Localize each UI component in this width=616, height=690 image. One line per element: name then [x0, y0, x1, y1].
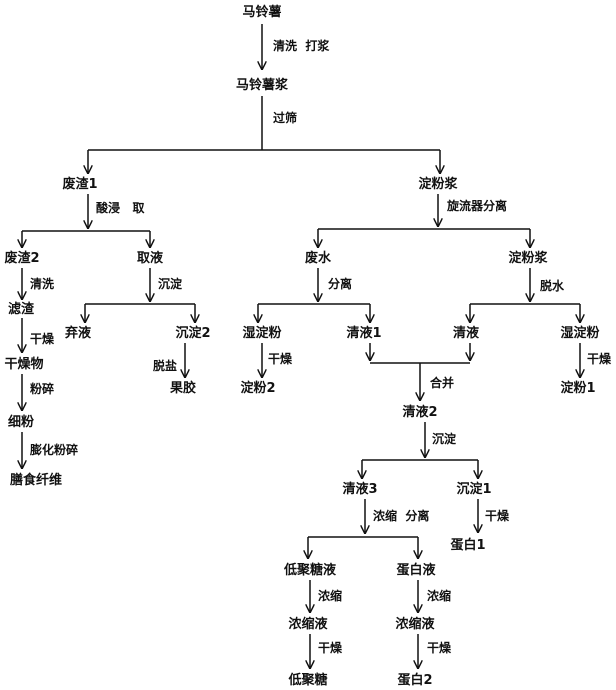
node-potato: 马铃薯 [242, 4, 281, 20]
node-starch-2: 淀粉2 [240, 380, 275, 396]
label-concentrate-separate: 浓缩 分离 [373, 508, 429, 523]
label-precipitate-b: 沉淀 [432, 431, 457, 446]
node-starch-1: 淀粉1 [560, 380, 595, 396]
label-concentrate-b: 浓缩 [427, 588, 451, 603]
label-wash: 清洗 [30, 276, 54, 291]
node-waste-liquid: 弃液 [65, 325, 91, 341]
label-dry-c: 干燥 [587, 351, 612, 366]
node-dried-matter: 干燥物 [4, 356, 43, 372]
node-clear-liquid-2: 清液2 [402, 404, 437, 420]
label-dry-a: 干燥 [30, 331, 55, 346]
label-dry-f: 干燥 [427, 640, 452, 655]
node-protein-1: 蛋白1 [450, 537, 485, 553]
label-dry-d: 干燥 [485, 508, 510, 523]
node-pectin: 果胶 [169, 380, 196, 396]
node-protein-2: 蛋白2 [397, 672, 432, 688]
node-wet-starch-b: 湿淀粉 [560, 325, 599, 341]
connectors [22, 24, 580, 669]
node-oligosaccharide-liquid: 低聚糖液 [283, 562, 336, 578]
node-fine-powder: 细粉 [8, 414, 34, 430]
node-clear-liquid: 清液 [453, 325, 479, 341]
node-precipitate-1: 沉淀1 [456, 481, 491, 497]
label-dewater: 脱水 [540, 278, 565, 293]
label-puff-crush: 膨化粉碎 [29, 442, 78, 457]
node-residue-1: 废渣1 [62, 176, 97, 192]
operation-labels: 清洗 打浆 过筛 酸浸 取 清洗 干燥 粉碎 膨化粉碎 沉淀 脱盐 旋流器分离 … [29, 38, 612, 655]
node-potato-pulp: 马铃薯浆 [236, 77, 289, 93]
node-precipitate-2: 沉淀2 [175, 325, 210, 341]
node-wet-starch-a: 湿淀粉 [242, 325, 281, 341]
node-extract-liquid: 取液 [137, 250, 163, 266]
label-wash-pulp: 清洗 打浆 [273, 38, 330, 53]
node-waste-water: 废水 [305, 250, 332, 266]
node-protein-liquid: 蛋白液 [396, 562, 435, 578]
node-washed-residue: 滤渣 [8, 301, 35, 317]
node-concentrate-b: 浓缩液 [395, 616, 434, 632]
node-clear-liquid-1: 清液1 [346, 325, 381, 341]
label-crush: 粉碎 [30, 381, 54, 396]
label-dry-e: 干燥 [318, 640, 343, 655]
node-dietary-fiber: 膳食纤维 [10, 472, 62, 488]
node-concentrate-a: 浓缩液 [288, 616, 327, 632]
nodes: 马铃薯 马铃薯浆 废渣1 淀粉浆 废渣2 取液 滤渣 干燥物 细粉 膳食纤维 弃… [4, 4, 599, 688]
node-residue-2: 废渣2 [4, 250, 39, 266]
label-precipitate-a: 沉淀 [158, 276, 183, 291]
node-starch-slurry-b: 淀粉浆 [508, 250, 548, 266]
label-desalt: 脱盐 [153, 358, 177, 373]
label-separate: 分离 [328, 276, 352, 291]
node-clear-liquid-3: 清液3 [342, 481, 377, 497]
label-sieve: 过筛 [273, 110, 297, 125]
label-concentrate-a: 浓缩 [318, 588, 342, 603]
label-dry-b: 干燥 [268, 351, 293, 366]
label-merge: 合并 [430, 375, 454, 390]
label-cyclone: 旋流器分离 [446, 198, 507, 213]
node-oligosaccharide: 低聚糖 [287, 672, 327, 688]
label-leach: 酸浸 取 [96, 200, 145, 215]
node-starch-slurry-a: 淀粉浆 [418, 176, 458, 192]
